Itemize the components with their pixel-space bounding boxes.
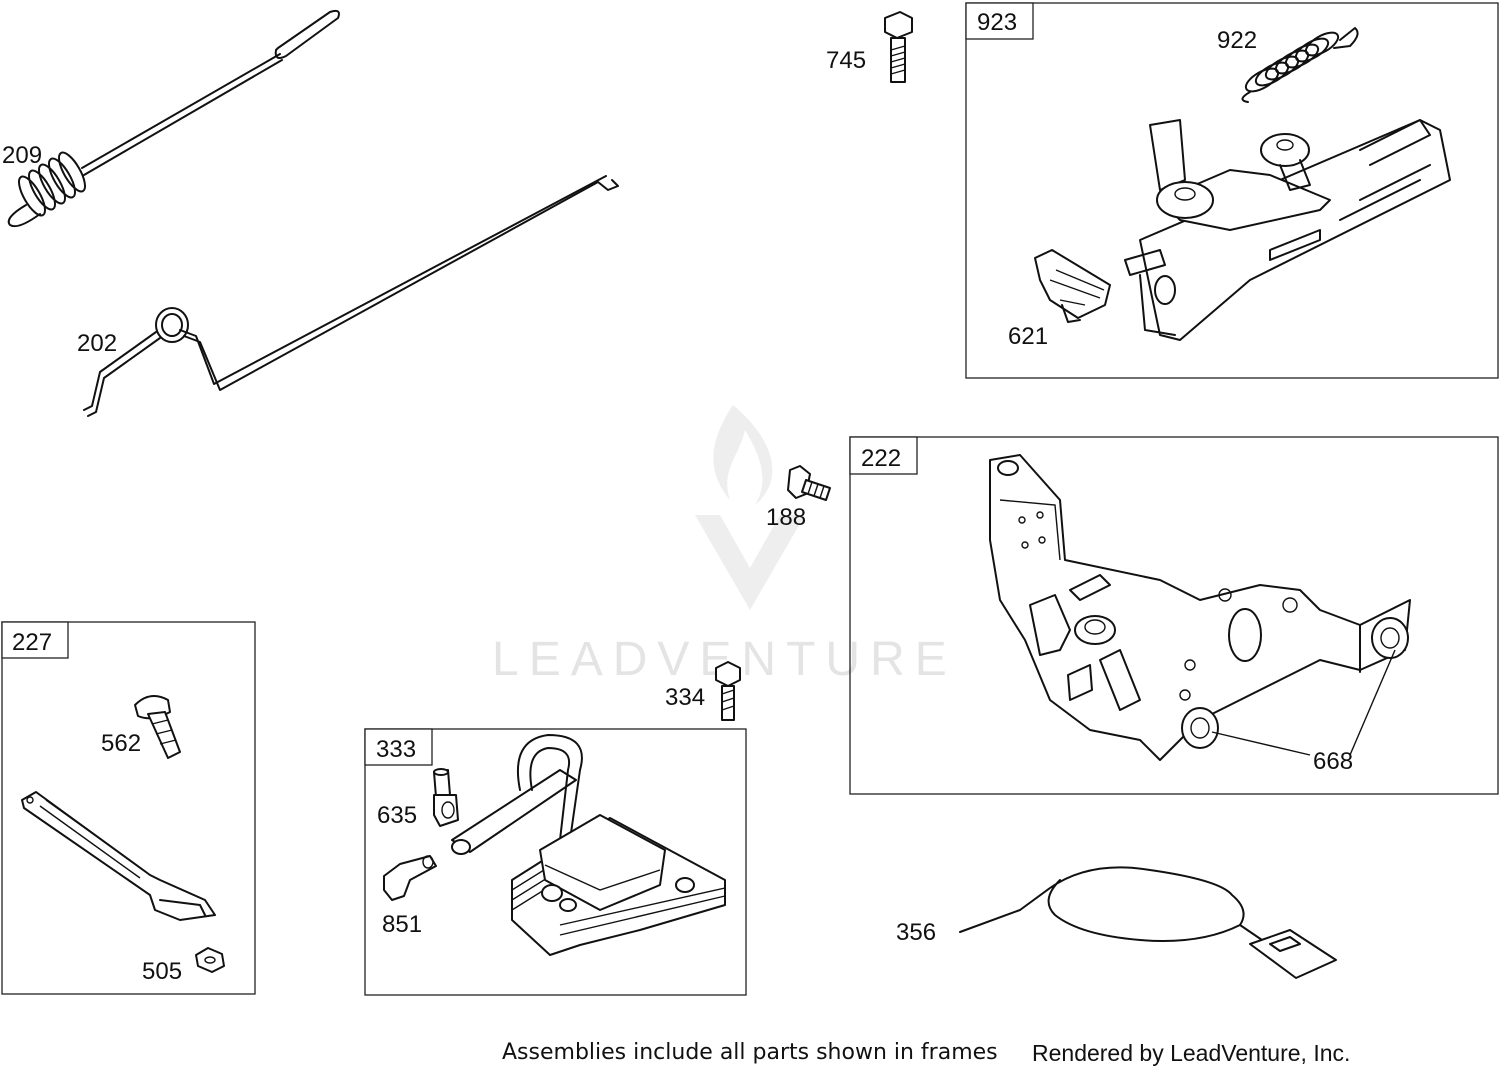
part-227-lever[interactable] — [21, 791, 216, 921]
part-851-connector[interactable] — [383, 855, 437, 901]
part-209-governor-spring[interactable] — [7, 9, 340, 228]
part-562-screw[interactable] — [134, 695, 181, 759]
label-227: 227 — [12, 629, 52, 656]
part-202-governor-link[interactable] — [83, 175, 619, 417]
part-333-armature[interactable] — [451, 734, 726, 956]
label-505: 505 — [142, 958, 182, 985]
part-745-bolt[interactable] — [884, 11, 913, 83]
label-922: 922 — [1217, 27, 1257, 54]
label-923: 923 — [977, 9, 1017, 36]
label-209: 209 — [2, 142, 42, 169]
part-334-bolt[interactable] — [715, 661, 741, 721]
part-labels: 209 202 745 923 922 621 188 222 668 227 … — [2, 9, 1353, 985]
part-356-ground-wire[interactable] — [959, 866, 1337, 979]
leader-668-a — [1211, 731, 1311, 756]
control-bracket-222[interactable] — [989, 454, 1411, 761]
frame-923-control-bracket-assembly — [965, 2, 1499, 379]
label-668: 668 — [1313, 748, 1353, 775]
frame-333-ignition-armature-assembly — [364, 728, 747, 996]
label-745: 745 — [826, 47, 866, 74]
watermark: LEADVENTURE — [492, 405, 947, 686]
leader-668-b — [1349, 649, 1396, 756]
label-621: 621 — [1008, 323, 1048, 350]
label-851: 851 — [382, 911, 422, 938]
label-202: 202 — [77, 330, 117, 357]
label-562: 562 — [101, 730, 141, 757]
footer-assembly-note: Assemblies include all parts shown in fr… — [502, 1040, 998, 1065]
frame-222-bracket-assembly — [849, 436, 1499, 795]
label-356: 356 — [896, 919, 936, 946]
label-188: 188 — [766, 504, 806, 531]
spring-209-coils — [7, 151, 86, 228]
label-222: 222 — [861, 445, 901, 472]
part-621-clip[interactable] — [1034, 249, 1111, 323]
footer-credit: Rendered by LeadVenture, Inc. — [1032, 1040, 1351, 1066]
part-188-screw[interactable] — [787, 465, 831, 501]
label-334: 334 — [665, 684, 705, 711]
part-922-spring[interactable] — [1241, 27, 1359, 103]
part-635-terminal[interactable] — [433, 768, 459, 827]
label-635: 635 — [377, 802, 417, 829]
part-505-nut[interactable] — [195, 947, 225, 973]
label-333: 333 — [376, 736, 416, 763]
frame-227-lever-assembly — [1, 621, 256, 995]
control-bracket-923[interactable] — [1124, 119, 1451, 341]
